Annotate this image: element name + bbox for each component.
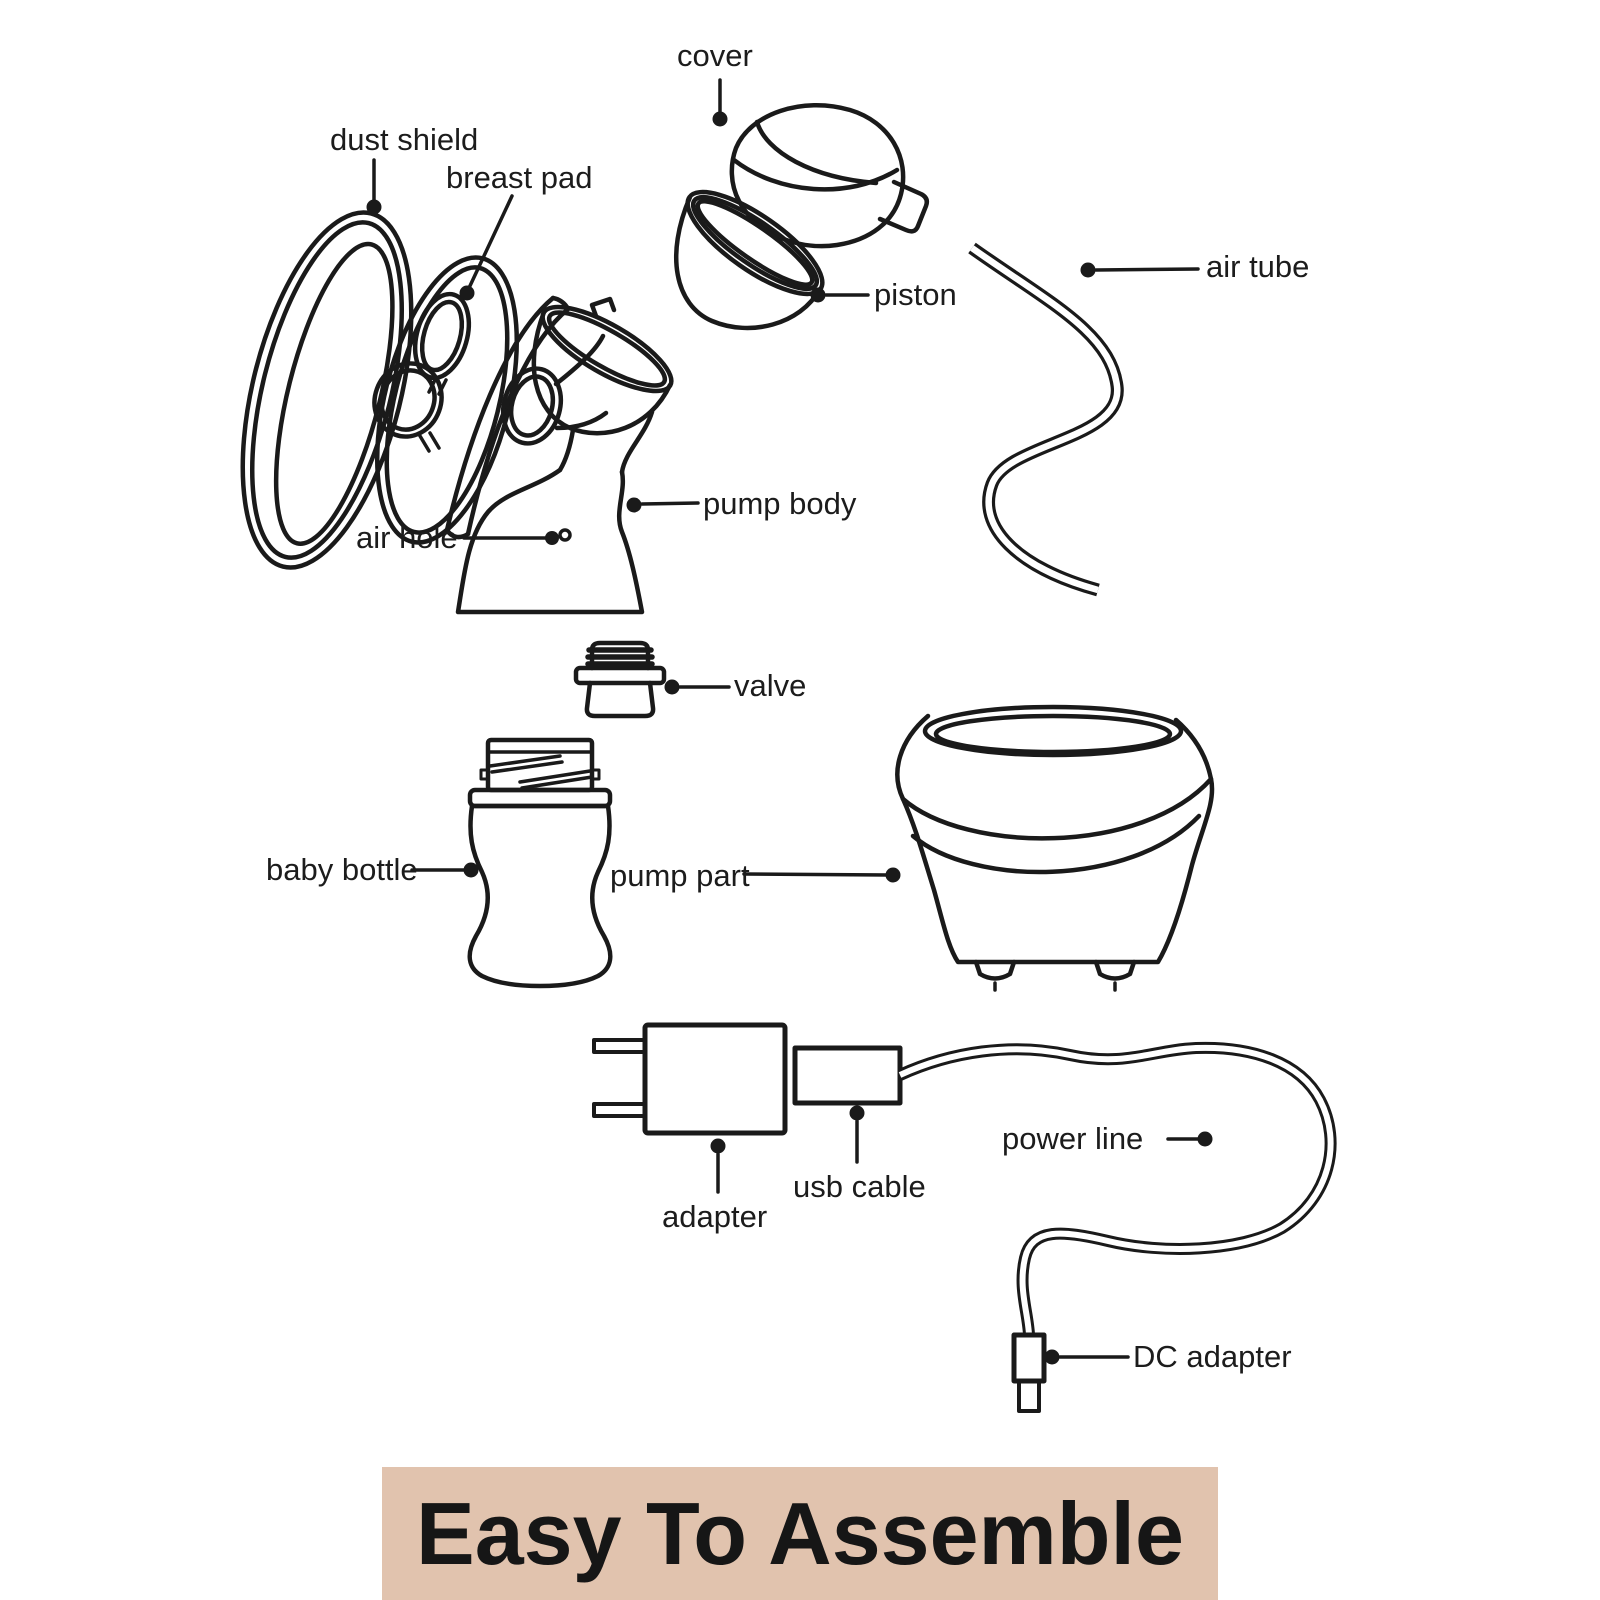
dc-adapter-drawing	[1011, 1332, 1047, 1413]
label-dust-shield: dust shield	[330, 122, 479, 157]
cover-drawing	[729, 103, 930, 249]
valve-drawing	[573, 640, 667, 719]
label-cover: cover	[677, 38, 753, 73]
label-breast-pad: breast pad	[446, 160, 593, 195]
leader-lines	[366, 78, 1213, 1365]
banner: Easy To Assemble	[382, 1467, 1218, 1600]
label-baby-bottle: baby bottle	[266, 852, 418, 887]
pump-body-drawing	[455, 296, 674, 615]
label-power-line: power line	[1002, 1121, 1144, 1156]
label-valve: valve	[734, 668, 807, 703]
banner-title: Easy To Assemble	[416, 1483, 1184, 1583]
adapter-drawing	[592, 1022, 788, 1136]
label-dc-adapter: DC adapter	[1133, 1339, 1292, 1374]
label-usb-cable: usb cable	[793, 1169, 926, 1204]
air-hole-drawing	[558, 528, 572, 542]
baby-bottle-drawing	[467, 737, 613, 989]
power-line-drawing	[897, 1041, 1337, 1336]
label-air-tube: air tube	[1206, 249, 1310, 284]
label-piston: piston	[874, 277, 957, 312]
label-adapter: adapter	[662, 1199, 768, 1234]
label-pump-part: pump part	[610, 858, 750, 893]
piston-drawing	[673, 189, 825, 331]
label-pump-body: pump body	[703, 486, 857, 521]
air-tube-drawing	[968, 242, 1124, 597]
pump-part-drawing	[895, 704, 1215, 992]
label-air-hole: air hole	[356, 520, 458, 555]
usb-cable-drawing	[792, 1045, 903, 1106]
